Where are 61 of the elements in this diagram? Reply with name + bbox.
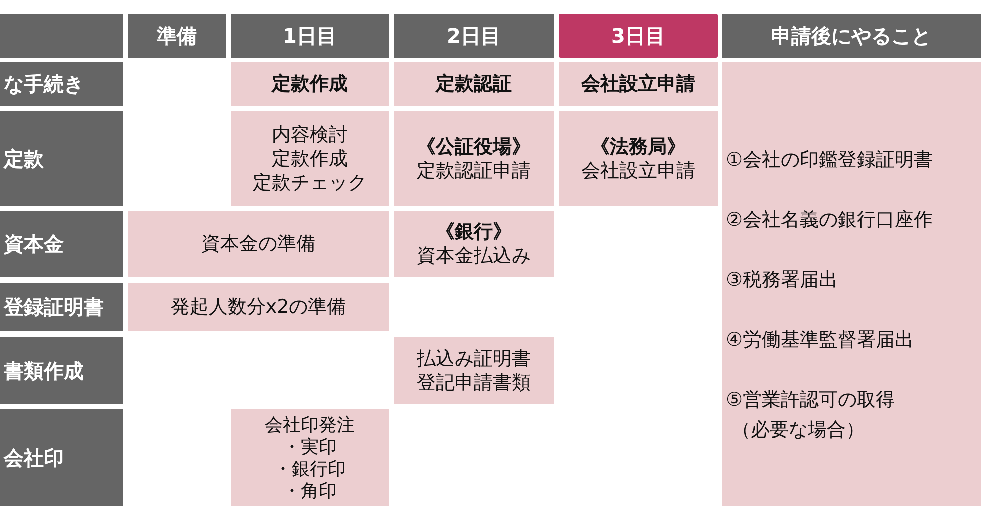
cell-text: 会社印発注 <box>265 415 355 437</box>
column-header <box>128 14 226 58</box>
table-cell <box>394 211 554 277</box>
cell-text: ・銀行印 <box>274 459 346 481</box>
header-text: 登録証明書 <box>4 295 104 319</box>
cell-text: 《法務局》 <box>591 134 686 158</box>
cell-text: 払込み証明書 <box>417 346 531 370</box>
table-cell <box>559 62 718 106</box>
header-text: 3日目 <box>612 24 666 48</box>
row-header <box>0 211 123 277</box>
table-cell <box>394 337 554 404</box>
cell-text: 定款チェック <box>253 170 367 194</box>
row-header <box>0 111 123 206</box>
row-header <box>0 62 123 106</box>
header-text: 会社印 <box>4 446 64 470</box>
table-cell <box>231 111 389 206</box>
cell-text: 内容検討 <box>272 122 348 146</box>
column-header <box>722 14 981 58</box>
header-text: 定款 <box>4 146 44 170</box>
cell-text: 定款認証申請 <box>417 158 531 182</box>
header-text: 申請後にやること <box>772 24 932 48</box>
cell-text: 発起人数分x2の準備 <box>170 295 346 319</box>
header-text: 書類作成 <box>4 358 84 382</box>
cell-text: 《公証役場》 <box>417 134 531 158</box>
column-header <box>231 14 389 58</box>
column-header <box>0 14 123 58</box>
row-header <box>0 409 123 506</box>
task-item: ①会社の印鑑登録証明書 <box>726 148 934 172</box>
task-item: ⑤営業許認可の取得 <box>726 388 896 412</box>
table-cell <box>128 283 389 331</box>
cell-text: 資本金の準備 <box>202 232 316 256</box>
header-text: な手続き <box>4 72 84 96</box>
table-cell <box>394 111 554 206</box>
row-header <box>0 337 123 404</box>
table-cell <box>128 211 389 277</box>
header-text: 2日目 <box>447 24 501 48</box>
highlighted-column-header <box>559 14 718 58</box>
task-list-panel <box>722 62 981 506</box>
table-cell <box>559 111 718 206</box>
task-item: ②会社名義の銀行口座作 <box>726 208 934 232</box>
cell-text: 《銀行》 <box>436 220 512 244</box>
task-item: ③税務署届出 <box>726 268 838 292</box>
cell-text: 定款認証 <box>436 72 512 96</box>
task-item: ④労働基準監督署届出 <box>726 328 914 352</box>
cell-text: 資本金払込み <box>417 244 531 268</box>
table-cell <box>231 409 389 506</box>
header-text: 準備 <box>157 24 197 48</box>
cell-text: 会社設立申請 <box>582 72 696 96</box>
row-header <box>0 283 123 331</box>
column-header <box>394 14 554 58</box>
cell-text: 会社設立申請 <box>582 158 696 182</box>
header-text: 1日目 <box>283 24 337 48</box>
cell-text: 定款作成 <box>272 146 348 170</box>
cell-text: 登記申請書類 <box>417 370 531 394</box>
table-cell <box>394 62 554 106</box>
header-text: 資本金 <box>4 232 64 256</box>
cell-text: 定款作成 <box>272 72 348 96</box>
cell-text: ・角印 <box>283 481 337 503</box>
cell-text: ・実印 <box>283 437 337 459</box>
task-item: （必要な場合） <box>731 418 865 442</box>
table-cell <box>231 62 389 106</box>
